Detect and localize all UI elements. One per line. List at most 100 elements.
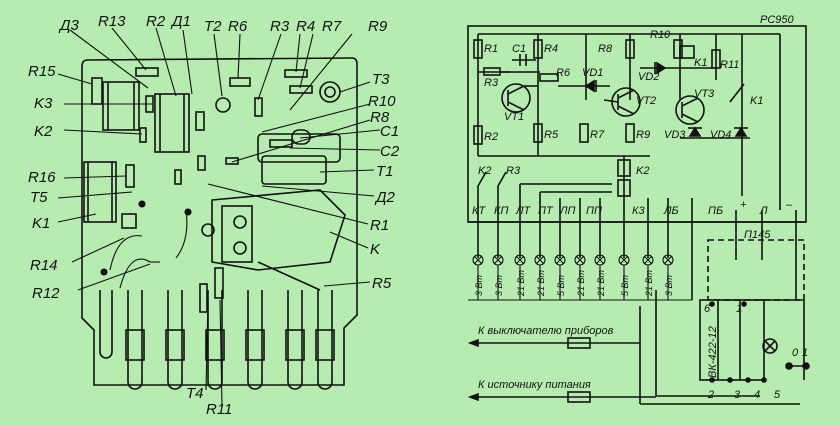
label-r10: R10 xyxy=(368,93,396,110)
label-sch-r9: R9 xyxy=(636,129,650,141)
contact-0: 0 xyxy=(792,347,799,359)
label-sch-vt2: VT2 xyxy=(636,95,656,107)
contact-1: 1 xyxy=(736,303,742,315)
label-sch-r3: R3 xyxy=(484,77,499,89)
terminal-minus: – xyxy=(785,199,793,211)
label-r2: R2 xyxy=(146,13,166,30)
lamp-rating-3: 21 Вт xyxy=(516,269,526,297)
label-d2: Д2 xyxy=(374,189,396,206)
label-sch-r11: R11 xyxy=(720,59,739,71)
label-sch-k1-coil: K1 xyxy=(694,57,707,69)
schematic-diodes xyxy=(584,61,750,139)
label-t1: T1 xyxy=(376,163,394,180)
lamp-rating-4: 21 Вт xyxy=(536,269,546,297)
label-sch-vt3: VT3 xyxy=(694,88,715,100)
contact-2: 2 xyxy=(707,389,714,401)
contact-6: 6 xyxy=(704,303,711,315)
label-r12: R12 xyxy=(32,285,60,302)
label-r4: R4 xyxy=(296,18,315,35)
label-t4: T4 xyxy=(186,385,204,402)
contact-3: 3 xyxy=(734,389,741,401)
label-sch-k2-coil: K2 xyxy=(636,165,649,177)
label-r1: R1 xyxy=(370,217,389,234)
lamp-rating-9: 21 Вт xyxy=(644,269,654,297)
contact-5: 5 xyxy=(774,389,781,401)
schematic-title: РС950 xyxy=(760,14,795,26)
label-k3: K3 xyxy=(34,95,53,112)
label-sch-r8: R8 xyxy=(598,43,613,55)
schematic-terminal-bus xyxy=(468,183,806,300)
board-labels: Д3 R13 R2 Д1 T2 R6 R3 R4 R7 R9 R15 T3 K3… xyxy=(28,13,400,418)
schematic-labels: R1 R2 R3 R4 R5 R6 R7 R8 R9 R10 R11 C1 VT… xyxy=(472,29,808,401)
label-sch-r3-contact: R3 xyxy=(506,165,521,177)
label-sch-r2: R2 xyxy=(484,131,498,143)
lamp-rating-8: 5 Вт xyxy=(620,274,630,296)
label-sch-vd2: VD2 xyxy=(638,71,659,83)
board-outline xyxy=(81,57,358,386)
label-sch-vd4: VD4 xyxy=(710,129,731,141)
terminal-k3: К3 xyxy=(632,205,645,217)
label-r9: R9 xyxy=(368,18,388,35)
label-r16: R16 xyxy=(28,169,56,186)
terminal-lp: ЛП xyxy=(559,205,576,217)
label-sch-vd1: VD1 xyxy=(582,67,603,79)
schematic-rails xyxy=(477,33,781,210)
relay-k3-block xyxy=(102,81,190,153)
label-sch-r4: R4 xyxy=(544,43,558,55)
label-r7: R7 xyxy=(322,18,342,35)
label-r3: R3 xyxy=(270,18,290,35)
connector-row xyxy=(99,290,335,390)
lamp-rating-2: 3 Вт xyxy=(494,274,504,296)
terminal-plus: + xyxy=(740,199,747,211)
label-c2: C2 xyxy=(380,143,400,160)
label-sch-r1: R1 xyxy=(484,43,498,55)
label-c1: C1 xyxy=(380,123,399,140)
label-sch-k1-contact: K1 xyxy=(750,95,763,107)
schematic-input-leads xyxy=(467,337,656,403)
label-sch-vt1: VT1 xyxy=(504,111,524,123)
caption-power: К источнику питания xyxy=(478,379,591,391)
terminal-kt: КТ xyxy=(472,205,486,217)
label-r11: R11 xyxy=(206,401,232,418)
schematic-transistors xyxy=(501,83,705,125)
label-sch-r10: R10 xyxy=(650,29,671,41)
schematic-frame xyxy=(467,25,807,223)
board-wires xyxy=(100,200,192,289)
schematic-switch xyxy=(639,239,810,405)
relay-k1-block xyxy=(83,161,137,229)
label-r6: R6 xyxy=(228,18,248,35)
terminal-pt1: ПТ xyxy=(538,205,554,217)
label-t2: T2 xyxy=(204,18,222,35)
lamp-rating-1: 3 Вт xyxy=(474,274,484,296)
terminal-pb: ПБ xyxy=(708,205,723,217)
small-parts xyxy=(91,67,341,313)
contact-1b: 1 xyxy=(802,347,808,359)
board-layout: Д3 R13 R2 Д1 T2 R6 R3 R4 R7 R9 R15 T3 K3… xyxy=(28,13,400,418)
terminal-lb: ЛБ xyxy=(663,205,679,217)
label-r5: R5 xyxy=(372,275,392,292)
switch-part: ВК-422-12 xyxy=(707,326,719,378)
relay-k-assembly xyxy=(201,189,346,291)
terminal-pp: ПП xyxy=(586,205,602,217)
switch-name: П145 xyxy=(744,229,771,241)
lamp-rating-5: 5 Вт xyxy=(556,274,566,296)
contact-4: 4 xyxy=(754,389,760,401)
label-sch-r6: R6 xyxy=(556,67,571,79)
schematic-relay-k2-k3 xyxy=(477,156,631,210)
lamp-rating-6: 21 Вт xyxy=(576,269,586,297)
label-sch-r7: R7 xyxy=(590,129,605,141)
lamp-rating-7: 21 Вт xyxy=(596,269,606,297)
terminal-lt: ЛТ xyxy=(515,205,532,217)
label-k1: K1 xyxy=(32,215,50,232)
label-sch-c1: C1 xyxy=(512,43,526,55)
leaders xyxy=(57,27,381,407)
terminal-kp: КП xyxy=(494,205,508,217)
label-k: K xyxy=(370,241,381,258)
schematic-c1 xyxy=(512,54,536,66)
label-sch-r5: R5 xyxy=(544,129,559,141)
label-sch-vd3: VD3 xyxy=(664,129,686,141)
label-r13: R13 xyxy=(98,13,126,30)
label-d1: Д1 xyxy=(170,13,191,30)
label-k2: K2 xyxy=(34,123,53,140)
